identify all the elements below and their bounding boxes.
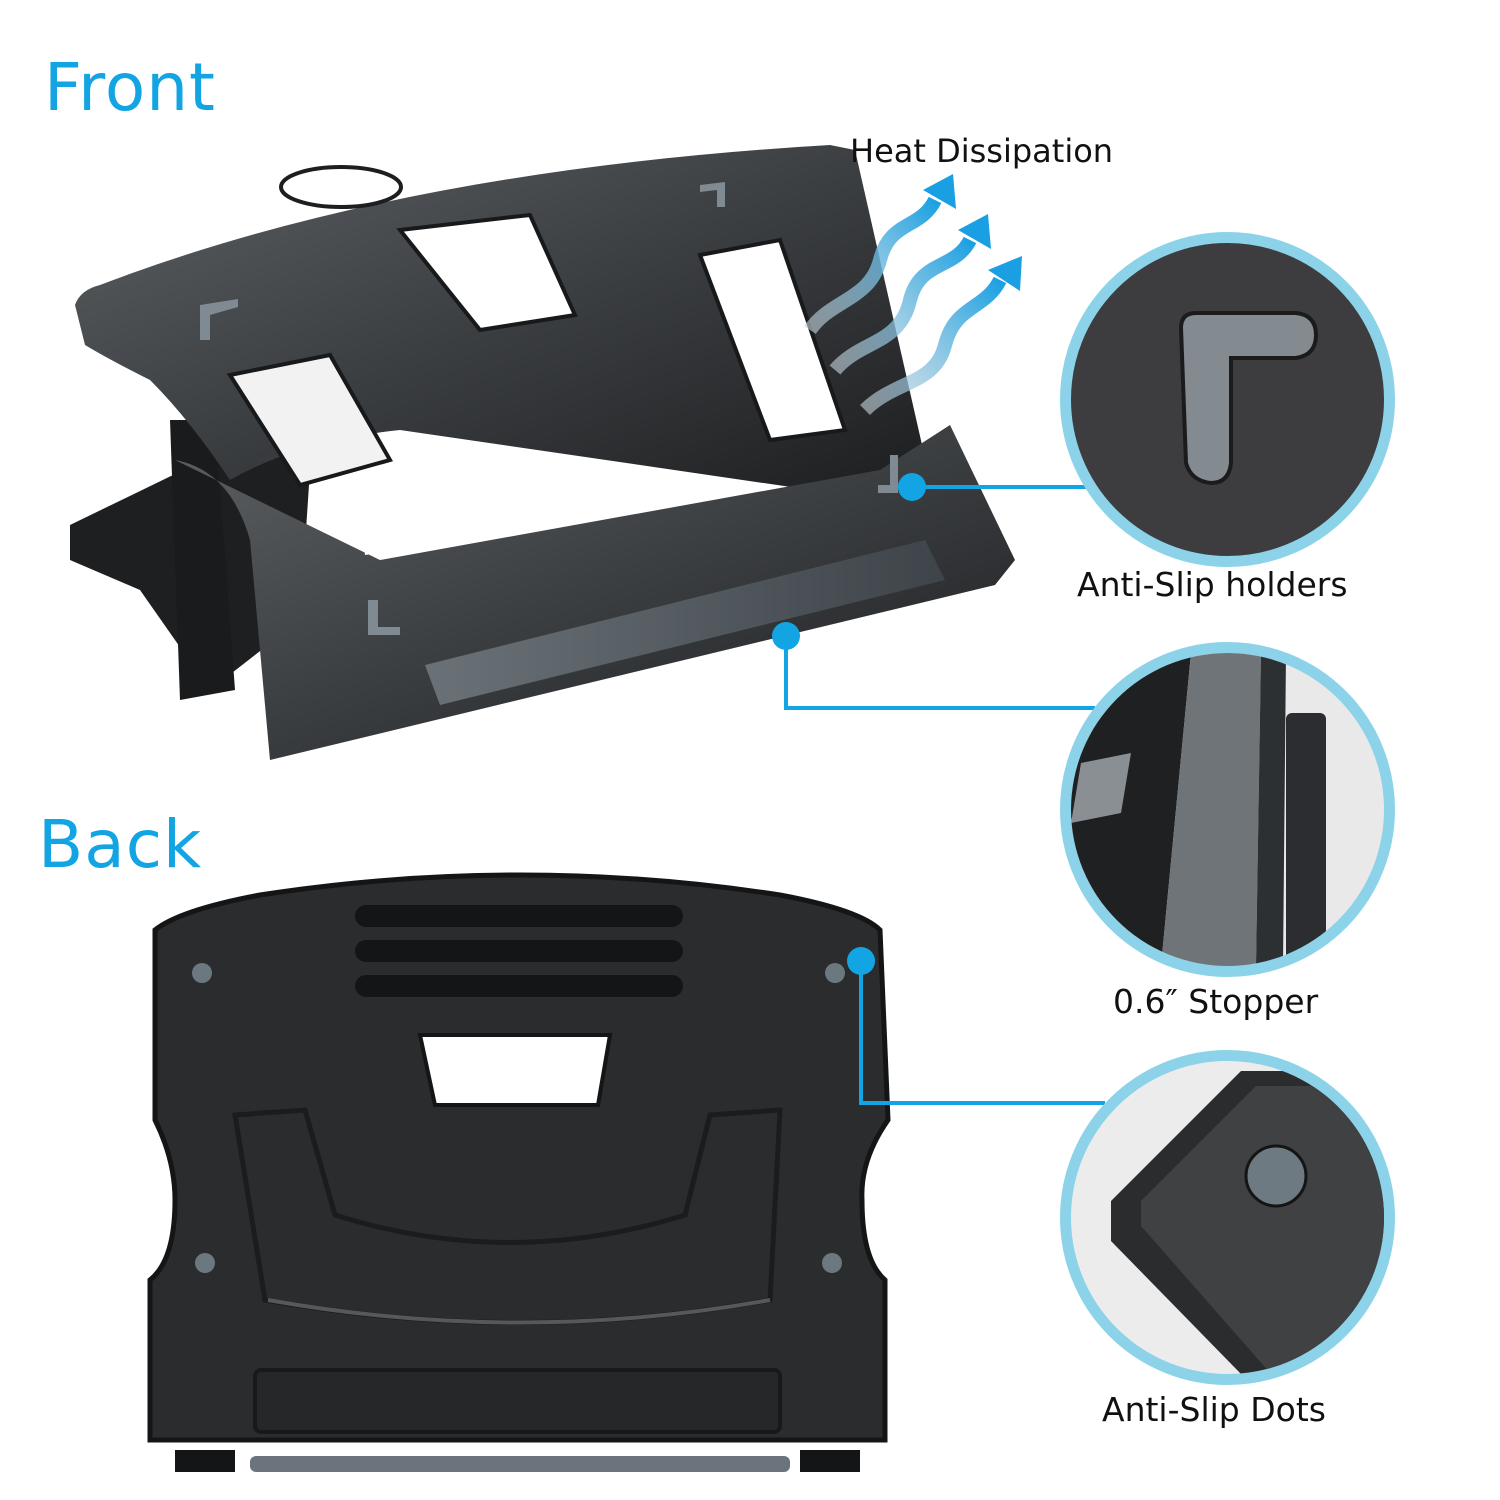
heat-arrows-icon (804, 196, 1007, 416)
stopper-label: 0.6″ Stopper (1113, 982, 1319, 1021)
stopper-zoom (1060, 642, 1395, 977)
anti-slip-holders-label: Anti-Slip holders (1077, 565, 1348, 604)
back-stand-image (140, 860, 900, 1480)
back-title: Back (38, 806, 203, 883)
front-stand-image (0, 0, 1100, 800)
front-title: Front (44, 49, 216, 126)
heat-dissipation-label: Heat Dissipation (850, 132, 1114, 170)
anti-slip-dots-label: Anti-Slip Dots (1102, 1390, 1326, 1429)
anti-slip-holder-zoom (1060, 232, 1395, 567)
anti-slip-dots-zoom (1060, 1050, 1395, 1385)
